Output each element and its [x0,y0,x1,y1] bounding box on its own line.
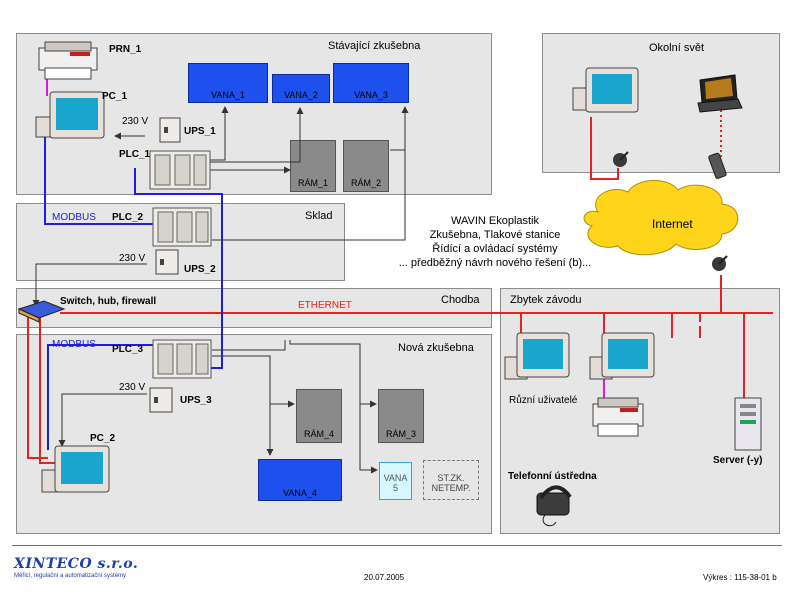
label-pc2: PC_2 [90,433,116,444]
region-title-chodba: Chodba [441,294,480,306]
region-title-zbytek: Zbytek závodu [510,294,582,306]
tank-label: VANA_3 [354,90,388,100]
tank-vana-4: VANA_4 [258,459,342,501]
ups-3-icon [149,387,173,413]
logo-slogan: Měřicí, regulační a automatizační systém… [14,573,127,579]
station-st-zk-netemp: ST.ZK. NETEMP. [423,460,479,500]
label-users: Různí uživatelé [509,395,578,406]
description-line4: ... předběžný návrh nového řešení (b)... [398,257,592,269]
frame-ram-3: RÁM_3 [378,389,424,443]
region-title-nova: Nová zkušebna [398,342,474,354]
computer-user-1-icon [504,332,570,380]
company-logo: XINTECO s.r.o. Měřicí, regulační a autom… [14,556,138,579]
region-title-sklad: Sklad [305,210,333,222]
frame-label: RÁM_3 [385,429,416,439]
label-switch: Switch, hub, firewall [60,296,157,307]
laptop-icon [697,74,743,113]
region-title-okolni: Okolní svět [649,42,705,54]
label-plc3: PLC_3 [112,344,144,355]
frame-label: RÁM_1 [297,178,328,188]
label-internet: Internet [652,217,693,231]
mobile-phone-icon [708,152,727,179]
ups-1-icon [159,117,181,143]
label-pc1: PC_1 [102,91,128,102]
tank-label-line2: 5 [392,483,398,493]
description-line3: Řídící a ovládací systémy [432,243,558,255]
plc-3-icon [152,339,212,379]
label-ethernet: ETHERNET [298,300,352,311]
internet-cloud-icon [583,179,739,256]
label-ups1: UPS_1 [184,126,216,137]
frame-ram-1: RÁM_1 [290,140,336,192]
description-line2: Zkušebna, Tlakové stanice [429,229,561,241]
station-label-line1: ST.ZK. [437,473,465,483]
tank-vana-3: VANA_3 [333,63,409,103]
tank-vana-5: VANA 5 [379,462,412,500]
label-ups3: UPS_3 [180,395,212,406]
label-modbus-2: MODBUS [52,339,96,350]
frame-ram-2: RÁM_2 [343,140,389,192]
tank-label: VANA_1 [211,90,245,100]
footer-drawing-number: Výkres : 115-38-01 b [703,573,777,582]
computer-pc-2-icon [41,445,110,493]
description-line1: WAVIN Ekoplastik [450,215,540,227]
label-phone: Telefonní ústředna [508,471,597,482]
label-plc2: PLC_2 [112,212,144,223]
tank-vana-1: VANA_1 [188,63,268,103]
station-label-line2: NETEMP. [431,483,471,493]
label-modbus-1: MODBUS [52,212,96,223]
tank-label: VANA_4 [283,488,317,498]
label-prn1: PRN_1 [109,44,142,55]
label-plc1: PLC_1 [119,149,151,160]
frame-label: RÁM_2 [350,178,381,188]
ups-2-icon [155,249,179,275]
telephone-icon [536,485,572,527]
region-title-stavajici: Stávající zkušebna [328,40,421,52]
ethernet-network [27,117,773,464]
plc-2-icon [152,207,212,247]
switch-hub-firewall-icon [17,300,66,323]
printer-prn-1-icon [38,41,98,80]
computer-user-2-icon [589,332,655,380]
satellite-dish-icon-2 [712,255,728,271]
satellite-dish-icon [613,151,629,167]
computer-external-icon [572,67,639,113]
footer-divider [12,545,782,546]
plc-1-icon [149,150,211,190]
logo-text: XINTECO s.r.o. [14,556,139,572]
frame-ram-4: RÁM_4 [296,389,342,443]
label-230v-3: 230 V [119,382,146,393]
frame-label: RÁM_4 [303,429,334,439]
server-icon [734,397,762,451]
project-description: WAVIN Ekoplastik Zkušebna, Tlakové stani… [370,214,620,270]
footer-date: 20.07.2005 [364,573,405,582]
label-230v-1: 230 V [122,116,149,127]
tank-label-line1: VANA [383,473,408,483]
tank-label: VANA_2 [284,90,318,100]
region-chodba [16,288,492,328]
computer-pc-1-icon [35,91,105,139]
label-230v-2: 230 V [119,253,146,264]
tank-vana-2: VANA_2 [272,74,330,103]
label-ups2: UPS_2 [184,264,216,275]
label-server: Server (-y) [713,455,763,466]
printer-users-icon [592,397,644,437]
